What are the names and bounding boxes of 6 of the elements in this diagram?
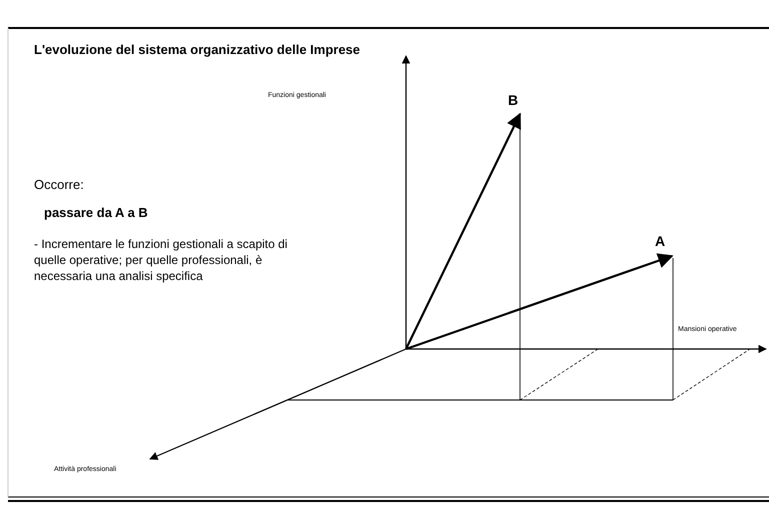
point-label: A <box>655 233 666 249</box>
body-text: - Incrementare le funzioni gestionali a scapito di quelle operative; per quelle professionali, è necessaria una analisi specifica <box>34 236 288 284</box>
slide-title: L'evoluzione del sistema organizzativo delle Imprese <box>34 42 360 57</box>
text-line: Occorre: <box>34 177 84 192</box>
point-label: B <box>508 92 518 108</box>
text-line: passare da A a B <box>44 205 148 220</box>
